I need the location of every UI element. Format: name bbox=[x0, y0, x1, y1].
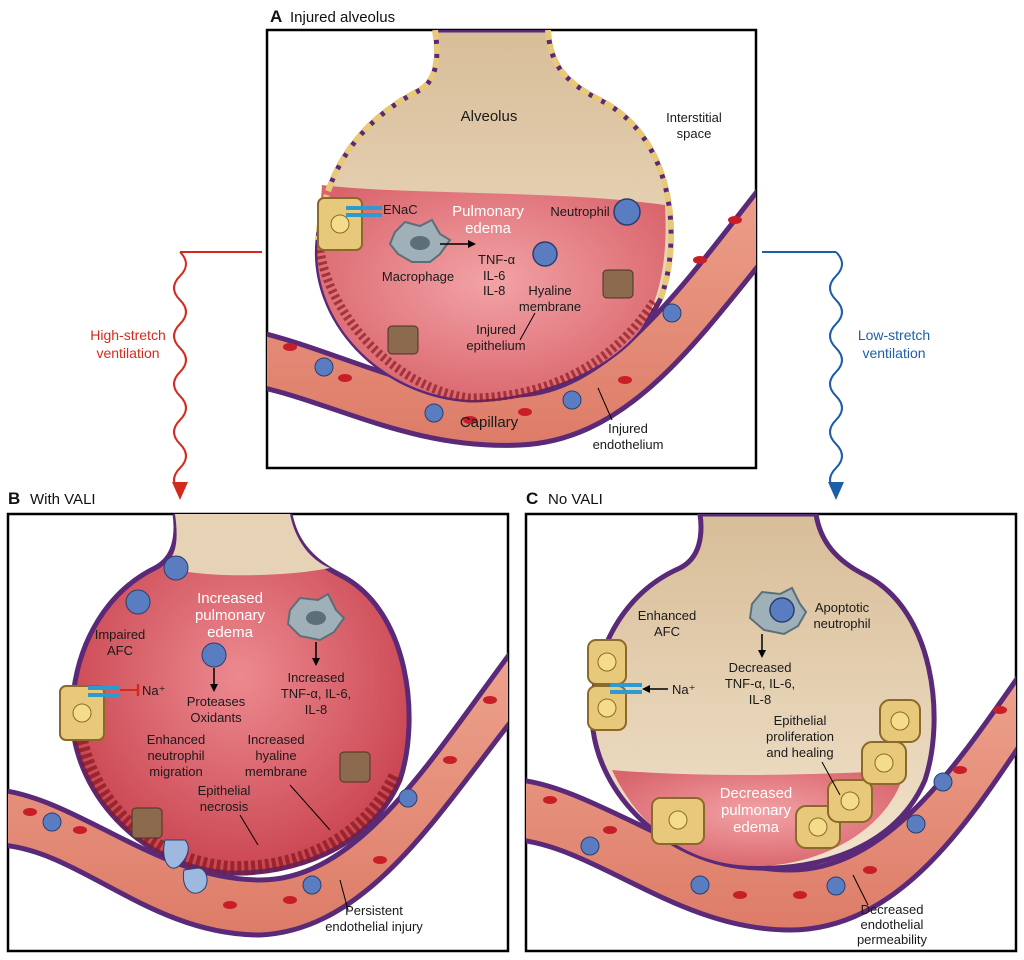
label-hyaline: Hyaline bbox=[528, 283, 571, 298]
label-edema: edema bbox=[465, 220, 512, 237]
label-capillary: Capillary bbox=[460, 414, 519, 431]
label-persist-2: endothelial injury bbox=[325, 919, 423, 934]
label-dec-endo-3: permeability bbox=[857, 932, 928, 947]
label-apop-2: neutrophil bbox=[813, 616, 870, 631]
label-inc-tnf-1: Increased bbox=[287, 670, 344, 685]
label-inc-hyal-2: hyaline bbox=[255, 748, 296, 763]
label-epi-nec-2: necrosis bbox=[200, 799, 249, 814]
neutrophil-icon bbox=[163, 555, 189, 581]
hyaline-membrane-b bbox=[71, 719, 403, 876]
label-macrophage: Macrophage bbox=[382, 269, 454, 284]
label-na-b: Na⁺ bbox=[142, 683, 165, 698]
label-endothelium: endothelium bbox=[593, 437, 664, 452]
low-stretch-arrow: Low-stretch ventilation bbox=[762, 251, 930, 500]
label-dec-endo-1: Decreased bbox=[861, 902, 924, 917]
injured-cell-icon bbox=[602, 269, 634, 299]
label-dec-tnf-3: IL-8 bbox=[749, 692, 771, 707]
label-epi-prol-2: proliferation bbox=[766, 729, 834, 744]
label-inc-hyal-3: membrane bbox=[245, 764, 307, 779]
neutrophil-icon bbox=[201, 642, 227, 668]
panel-c-letter: C bbox=[526, 489, 538, 508]
label-proteases: Proteases bbox=[187, 694, 246, 709]
vessel-cells-a bbox=[283, 216, 742, 424]
label-enh-neut-1: Enhanced bbox=[147, 732, 206, 747]
label-injured-epi: Injured bbox=[476, 322, 516, 337]
label-alveolus: Alveolus bbox=[461, 108, 518, 125]
label-persist-1: Persistent bbox=[345, 903, 403, 918]
label-inc-tnf-3: IL-8 bbox=[305, 702, 327, 717]
panel-c-title: No VALI bbox=[548, 491, 603, 508]
label-impaired-afc: AFC bbox=[107, 643, 133, 658]
panel-b: B With VALI bbox=[6, 489, 510, 953]
label-enh-neut-2: neutrophil bbox=[147, 748, 204, 763]
label-apop-1: Apoptotic bbox=[815, 600, 870, 615]
panel-b-letter: B bbox=[8, 489, 20, 508]
label-epithelium: epithelium bbox=[466, 338, 525, 353]
apoptotic-neutrophil-icon bbox=[769, 597, 795, 623]
label-enh-afc-1: Enhanced bbox=[638, 608, 697, 623]
label-high-stretch: High-stretch bbox=[90, 327, 165, 343]
label-dec-tnf-1: Decreased bbox=[729, 660, 792, 675]
label-tnf-a: TNF-α bbox=[478, 252, 516, 267]
label-increased: Increased bbox=[197, 590, 263, 607]
panel-a: A Injured alveolus bbox=[265, 7, 758, 470]
label-enac: ENaC bbox=[383, 202, 418, 217]
necrotic-cell-icon bbox=[339, 751, 371, 783]
neutrophil-icon bbox=[125, 589, 151, 615]
vessel-cells-c bbox=[543, 706, 1007, 899]
label-il6-a: IL-6 bbox=[483, 268, 505, 283]
label-increased-pulmonary: pulmonary bbox=[195, 607, 266, 624]
label-space: space bbox=[677, 126, 712, 141]
label-enh-neut-3: migration bbox=[149, 764, 202, 779]
label-increased-edema: edema bbox=[207, 624, 254, 641]
necrotic-cell-icon bbox=[131, 807, 163, 839]
enac-channel-icon bbox=[610, 683, 642, 687]
migrating-neutrophil-icon bbox=[163, 839, 189, 869]
high-stretch-arrow: High-stretch ventilation bbox=[90, 251, 262, 500]
label-interstitial: Interstitial bbox=[666, 110, 722, 125]
healing-cells bbox=[651, 699, 921, 849]
panel-b-title: With VALI bbox=[30, 491, 96, 508]
label-na-c: Na⁺ bbox=[672, 682, 695, 697]
label-oxidants: Oxidants bbox=[190, 710, 242, 725]
enac-channel-icon bbox=[346, 206, 382, 210]
label-membrane: membrane bbox=[519, 299, 581, 314]
hyaline-membrane-a bbox=[315, 249, 659, 403]
label-low-stretch: Low-stretch bbox=[858, 327, 930, 343]
label-neutrophil: Neutrophil bbox=[550, 204, 609, 219]
panel-a-title: Injured alveolus bbox=[290, 9, 395, 26]
label-high-ventilation: ventilation bbox=[96, 345, 159, 361]
migrating-neutrophil-icon bbox=[182, 867, 208, 894]
label-il8-a: IL-8 bbox=[483, 283, 505, 298]
label-dec-edema-1: Decreased bbox=[720, 785, 793, 802]
label-injured-endo: Injured bbox=[608, 421, 648, 436]
neutrophil-icon bbox=[532, 241, 558, 267]
label-dec-tnf-2: TNF-α, IL-6, bbox=[725, 676, 795, 691]
label-pulmonary: Pulmonary bbox=[452, 203, 524, 220]
panel-c: C No VALI bbox=[524, 489, 1018, 953]
label-inc-tnf-2: TNF-α, IL-6, bbox=[281, 686, 351, 701]
label-low-ventilation: ventilation bbox=[862, 345, 925, 361]
label-epi-nec-1: Epithelial bbox=[198, 783, 251, 798]
injured-cell-icon bbox=[387, 325, 419, 355]
label-impaired: Impaired bbox=[95, 627, 146, 642]
label-dec-endo-2: endothelial bbox=[861, 917, 924, 932]
label-dec-edema-3: edema bbox=[733, 819, 780, 836]
vessel-cells-b bbox=[23, 696, 497, 909]
label-inc-hyal-1: Increased bbox=[247, 732, 304, 747]
panel-a-letter: A bbox=[270, 7, 282, 26]
label-epi-prol-1: Epithelial bbox=[774, 713, 827, 728]
label-enh-afc-2: AFC bbox=[654, 624, 680, 639]
neutrophil-icon bbox=[613, 198, 641, 226]
enac-channel-icon bbox=[88, 686, 120, 690]
label-dec-edema-2: pulmonary bbox=[721, 802, 792, 819]
label-epi-prol-3: and healing bbox=[766, 745, 833, 760]
